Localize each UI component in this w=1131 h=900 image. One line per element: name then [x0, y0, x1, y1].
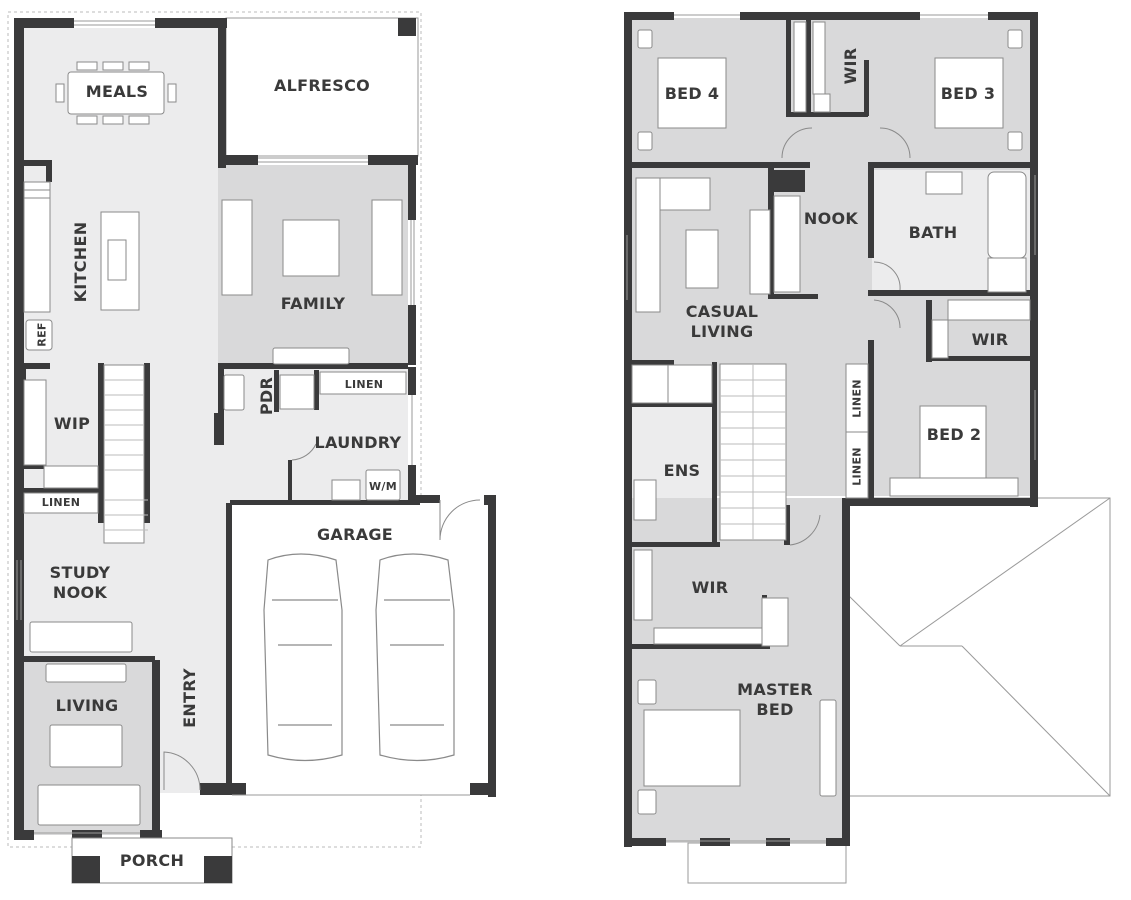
- room-label-linen-hall: LINEN: [41, 496, 81, 509]
- room-label-wir-master: WIR: [691, 578, 729, 597]
- car-icon: [263, 553, 455, 762]
- room-label-pdr: PDR: [257, 376, 276, 416]
- room-label-meals: MEALS: [85, 82, 149, 101]
- room-label-linen-2: LINEN: [850, 447, 864, 486]
- room-label-living: LIVING: [55, 696, 119, 715]
- room-label-bed3: BED 3: [940, 84, 996, 103]
- room-label-nook: NOOK: [803, 209, 859, 228]
- room-label-wip: WIP: [53, 414, 91, 433]
- room-label-casual-living: CASUAL LIVING: [685, 302, 759, 341]
- room-label-bath: BATH: [908, 223, 958, 242]
- room-label-bed2: BED 2: [926, 425, 982, 444]
- room-label-kitchen: KITCHEN: [71, 221, 90, 303]
- room-label-wm: W/M: [369, 480, 397, 493]
- room-label-garage: GARAGE: [316, 525, 394, 544]
- room-label-master-bed: MASTER BED: [737, 680, 813, 719]
- room-label-porch: PORCH: [119, 851, 185, 870]
- room-label-study-nook: STUDY NOOK: [49, 563, 111, 602]
- room-label-bed4: BED 4: [664, 84, 720, 103]
- room-label-ens: ENS: [663, 461, 701, 480]
- room-label-entry: ENTRY: [180, 668, 199, 728]
- room-label-alfresco: ALFRESCO: [273, 76, 371, 95]
- post-icon: [398, 18, 416, 36]
- room-label-ref: REF: [35, 322, 49, 347]
- room-label-laundry: LAUNDRY: [314, 433, 402, 452]
- room-label-wir-top: WIR: [841, 47, 860, 85]
- room-label-family: FAMILY: [280, 294, 346, 313]
- ground-floor-plan: [7, 11, 496, 884]
- room-label-linen-laundry: LINEN: [344, 378, 384, 391]
- room-label-linen-1: LINEN: [850, 379, 864, 418]
- upper-floor-plan: [624, 12, 1111, 884]
- room-label-wir-bed2: WIR: [971, 330, 1009, 349]
